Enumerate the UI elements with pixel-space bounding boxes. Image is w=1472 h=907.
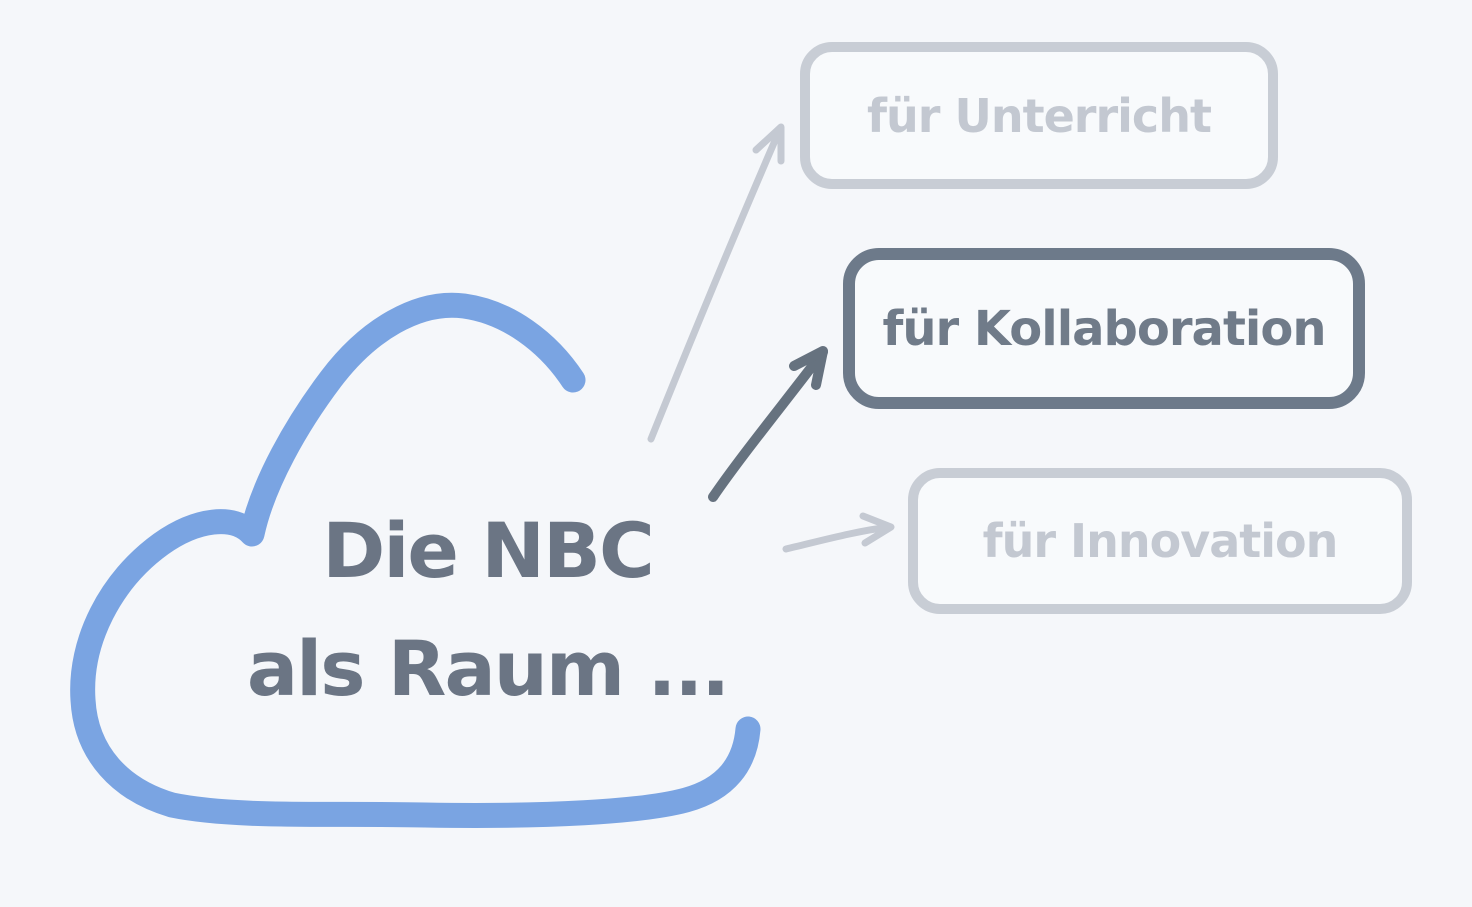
- node-innovation: für Innovation: [908, 468, 1412, 614]
- arrow-head-icon: [859, 512, 895, 547]
- node-kollaboration: für Kollaboration: [843, 248, 1365, 409]
- arrow-to-kollaboration: [708, 346, 828, 502]
- node-innovation-label: für Innovation: [982, 514, 1339, 568]
- node-unterricht: für Unterricht: [800, 42, 1278, 189]
- node-unterricht-label: für Unterricht: [867, 88, 1212, 143]
- cloud-label-line1: Die NBC: [322, 506, 654, 595]
- arrow-shaft: [708, 347, 828, 502]
- arrow-to-innovation: [782, 512, 895, 553]
- node-kollaboration-label: für Kollaboration: [882, 300, 1326, 357]
- arrow-shaft: [782, 523, 894, 553]
- cloud-label-line2: als Raum ...: [246, 623, 730, 713]
- arrow-head-icon: [789, 346, 828, 390]
- cloud-shape: [70, 292, 761, 828]
- cloud-label: Die NBC als Raum ...: [200, 492, 775, 728]
- arrow-shaft: [647, 125, 784, 443]
- arrow-to-unterricht: [647, 123, 785, 443]
- arrow-head-icon: [752, 123, 785, 165]
